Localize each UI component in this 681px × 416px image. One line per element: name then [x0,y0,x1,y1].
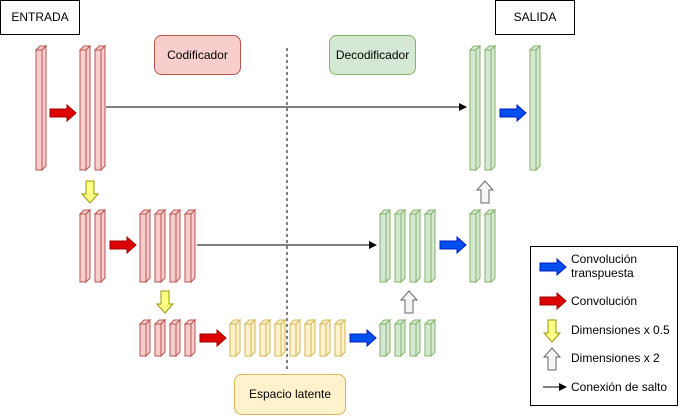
blue-arrow-icon [439,235,467,255]
decoder-feature-map [468,208,482,284]
latent-feature-map [273,318,287,358]
decoder-feature-map [423,208,437,284]
decoder-feature-map [408,318,422,358]
latent-feature-map [258,318,272,358]
yellow-down-arrow-icon [155,290,175,314]
encoder-feature-map [93,208,107,284]
legend: Convolución transpuesta Convolución Dime… [530,246,678,406]
red-arrow-icon [109,235,137,255]
red-arrow-icon [539,291,567,311]
decoder-feature-map [483,208,497,284]
blue-arrow-icon [349,328,377,348]
encoder-feature-map [153,208,167,284]
decoder-feature-map [423,318,437,358]
decoder-feature-map [528,44,542,172]
legend-line: transpuesta [571,266,634,280]
decoder-feature-map [393,208,407,284]
legend-label-convolution: Convolución [571,294,637,308]
decoder-feature-map [378,318,392,358]
legend-label-transposed-convolution: Convolución transpuesta [571,252,640,280]
decoder-feature-map [468,44,482,172]
latent-label: Espacio latente [249,387,331,401]
output-label: SALIDA [514,10,557,24]
blue-arrow-icon [499,103,527,123]
input-label: ENTRADA [11,10,68,24]
latent-feature-map [228,318,242,358]
encoder-feature-map [153,318,167,358]
latent-feature-map [303,318,317,358]
blue-arrow-icon [539,257,567,277]
legend-label-upsample: Dimensiones x 2 [571,351,660,365]
white-up-arrow-icon [542,347,562,371]
latent-feature-map [333,318,347,358]
decoder-feature-map [393,318,407,358]
decoder-label-box: Decodificador [329,35,416,75]
encoder-label: Codificador [167,48,228,62]
legend-line: Convolución [571,252,637,266]
white-up-arrow-icon [399,290,419,314]
input-label-box: ENTRADA [0,0,80,35]
yellow-down-arrow-icon [80,180,100,204]
decoder-feature-map [378,208,392,284]
latent-feature-map [243,318,257,358]
red-arrow-icon [199,328,227,348]
encoder-feature-map [168,208,182,284]
encoder-label-box: Codificador [154,35,241,75]
encoder-feature-map [138,318,152,358]
encoder-feature-map [34,44,48,172]
encoder-feature-map [138,208,152,284]
block-arrows [49,103,527,348]
encoder-feature-map [183,208,197,284]
decoder-feature-map [408,208,422,284]
encoder-feature-map [93,44,107,172]
latent-label-box: Espacio latente [234,374,346,415]
encoder-feature-map [78,44,92,172]
encoder-feature-map [78,208,92,284]
white-up-arrow-icon [475,180,495,204]
encoder-feature-map [168,318,182,358]
decoder-label: Decodificador [336,48,409,62]
yellow-down-arrow-icon [542,319,562,343]
latent-feature-map [318,318,332,358]
legend-label-downsample: Dimensiones x 0.5 [571,323,670,337]
latent-feature-map [288,318,302,358]
legend-label-skip-connection: Conexión de salto [571,380,667,394]
encoder-feature-map [183,318,197,358]
output-label-box: SALIDA [495,0,575,35]
red-arrow-icon [49,103,77,123]
feature-maps [34,44,542,358]
decoder-feature-map [483,44,497,172]
